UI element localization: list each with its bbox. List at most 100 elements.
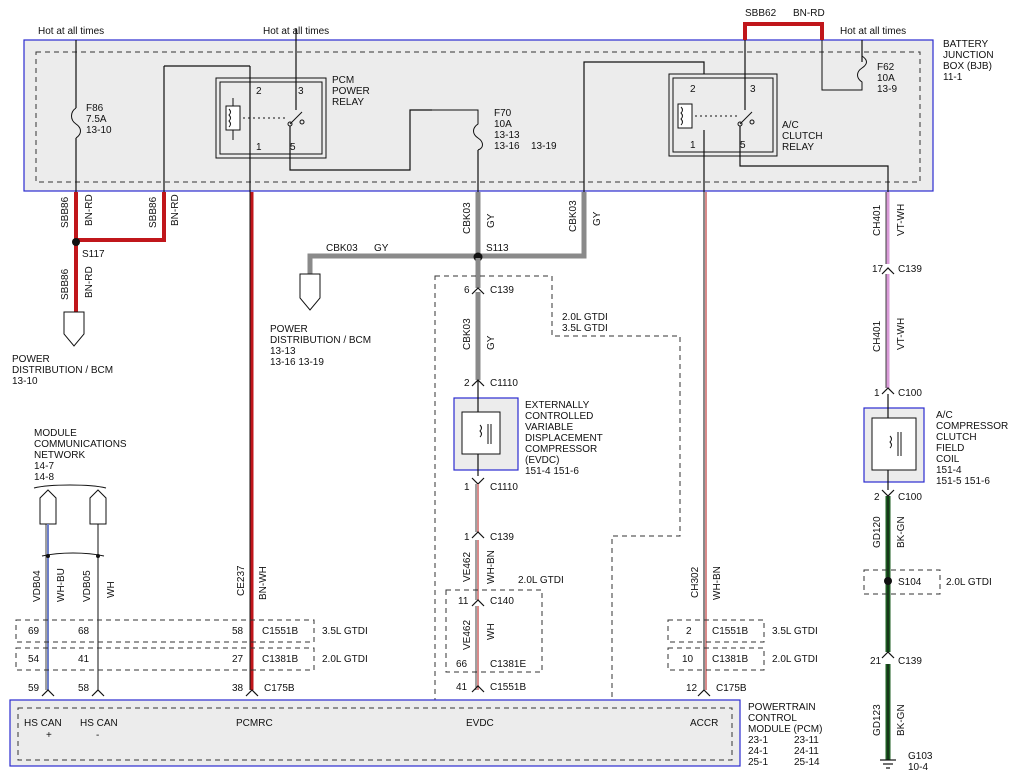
wh-label-evdc: WH	[486, 623, 497, 640]
f62-label-2: 10A	[877, 73, 895, 84]
pcm-relay-label-3: RELAY	[332, 97, 364, 108]
pd-bcm-mid-1: POWER	[270, 324, 308, 335]
vdb05-label: VDB05	[82, 570, 93, 602]
hot-label-1: Hot at all times	[38, 26, 104, 37]
c1110-label-2: C1110	[490, 482, 518, 493]
c139-label-1: C139	[490, 285, 514, 296]
bnrd-label-2: BN-RD	[170, 194, 181, 226]
pin-1-c139: 1	[464, 532, 470, 543]
c1110-label-1: C1110	[490, 378, 518, 389]
pin-41-row20: 41	[78, 654, 90, 665]
pcm-relay-pin-1: 1	[256, 142, 262, 153]
ac-relay-label-3: RELAY	[782, 142, 814, 153]
bkgn-label-2: BK-GN	[896, 704, 907, 736]
bnrd-top-label: BN-RD	[793, 8, 825, 19]
can-minus-connector-icon	[89, 489, 107, 525]
pd-bcm-left-connector-icon	[63, 311, 85, 347]
vtwh-label-1: VT-WH	[896, 204, 907, 236]
f62-label-3: 13-9	[877, 84, 897, 95]
pin-17: 17	[872, 264, 884, 275]
pcm-ref-6: 25-14	[794, 757, 820, 768]
ac-coil-label-1: A/C	[936, 410, 953, 421]
pcm-relay-pin-3: 3	[298, 86, 304, 97]
pin-12: 12	[686, 683, 698, 694]
ac-coil-label-7: 151-5 151-6	[936, 476, 990, 487]
c1381b-label-1: C1381B	[262, 654, 298, 665]
row-20-left	[15, 647, 315, 671]
f70-label-5: 13-19	[531, 141, 557, 152]
cbk03-circuit	[307, 192, 587, 380]
c140-label: C140	[490, 596, 514, 607]
pd-bcm-mid-connector-icon	[299, 273, 321, 311]
bjb-label-3: BOX (BJB)	[943, 61, 992, 72]
pcm-label-1: POWERTRAIN	[748, 702, 816, 713]
ve462-label-1: VE462	[462, 552, 473, 582]
pin-68: 68	[78, 626, 90, 637]
c1551b-label-evdc: C1551B	[490, 682, 526, 693]
pcm-relay-pin-5: 5	[290, 142, 296, 153]
f70-label-2: 10A	[494, 119, 512, 130]
gtdi20-label-3: 2.0L GTDI	[772, 654, 818, 665]
evdc-label-6: (EVDC)	[525, 455, 559, 466]
gtdi-both-2: 3.5L GTDI	[562, 323, 608, 334]
ac-relay-label-1: A/C	[782, 120, 799, 131]
pd-bcm-left-1: POWER	[12, 354, 50, 365]
bkgn-label-1: BK-GN	[896, 516, 907, 548]
c175b-label-1: C175B	[264, 683, 295, 694]
gtdi20-label-s104: 2.0L GTDI	[946, 577, 992, 588]
pin-1-c100: 1	[874, 388, 880, 399]
pcm-ref-1: 23-1	[748, 735, 768, 746]
pd-bcm-mid-4: 13-16 13-19	[270, 357, 324, 368]
f86-label-3: 13-10	[86, 125, 112, 136]
pcm-pin-hscan-minus: HS CAN	[80, 718, 118, 729]
ch401-label-2: CH401	[872, 320, 883, 352]
pcm-ref-3: 24-1	[748, 746, 768, 757]
pcm-pin-evdc: EVDC	[466, 718, 494, 729]
ch302-label: CH302	[690, 566, 701, 598]
gy-label-1: GY	[486, 213, 497, 228]
ac-relay-label-2: CLUTCH	[782, 131, 823, 142]
cbk03-label-4: CBK03	[462, 318, 473, 350]
mcn-label-3: NETWORK	[34, 450, 85, 461]
pin-66: 66	[456, 659, 468, 670]
ve462-label-2: VE462	[462, 620, 473, 650]
bjb-label-4: 11-1	[943, 72, 963, 83]
cbk03-label-3: CBK03	[326, 243, 358, 254]
c100-label-2: C100	[898, 492, 922, 503]
wh-label-can: WH	[106, 581, 117, 598]
s104-label: S104	[898, 577, 922, 588]
pin-2-c100: 2	[874, 492, 880, 503]
c1551b-label-2: C1551B	[712, 626, 748, 637]
ch401-label-1: CH401	[872, 204, 883, 236]
ac-coil-label-4: FIELD	[936, 443, 964, 454]
c139-label-3: C139	[898, 264, 922, 275]
pin-6: 6	[464, 285, 470, 296]
vdb04-label: VDB04	[32, 570, 43, 602]
gtdi35-label-1: 3.5L GTDI	[322, 626, 368, 637]
bnrd-label-3: BN-RD	[84, 266, 95, 298]
row-20-right	[667, 647, 765, 671]
mcn-label-5: 14-8	[34, 472, 54, 483]
ac-relay-pin-1: 1	[690, 140, 696, 151]
vtwh-label-2: VT-WH	[896, 318, 907, 350]
c139-label-2: C139	[490, 532, 514, 543]
ce237-label: CE237	[236, 565, 247, 596]
pd-bcm-left-3: 13-10	[12, 376, 38, 387]
g103-label-1: G103	[908, 751, 933, 762]
gd123-label: GD123	[872, 704, 883, 736]
g103-label-2: 10-4	[908, 762, 928, 773]
ac-coil-label-3: CLUTCH	[936, 432, 977, 443]
pcm-pin-accr: ACCR	[690, 718, 718, 729]
pin-69: 69	[28, 626, 40, 637]
f70-label-4: 13-16	[494, 141, 520, 152]
gy-label-4: GY	[486, 335, 497, 350]
gy-label-2: GY	[592, 211, 603, 226]
pd-bcm-mid-3: 13-13	[270, 346, 296, 357]
c139-label-4: C139	[898, 656, 922, 667]
f86-label-2: 7.5A	[86, 114, 107, 125]
pin-27: 27	[232, 654, 244, 665]
s113-label: S113	[486, 243, 509, 254]
ac-coil-label-2: COMPRESSOR	[936, 421, 1008, 432]
